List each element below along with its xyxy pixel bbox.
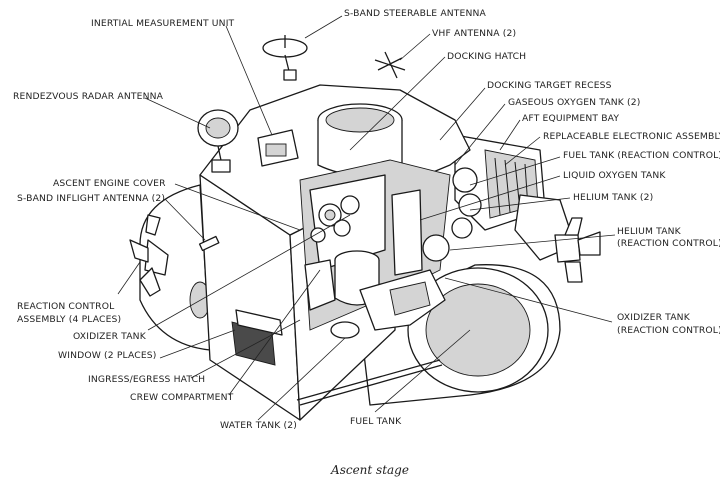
label-ingress-egress-hatch: INGRESS/EGRESS HATCH [88, 374, 205, 385]
figure-caption: Ascent stage [330, 463, 409, 477]
labels: INERTIAL MEASUREMENT UNIT S-BAND STEERAB… [13, 8, 720, 431]
s-band-steerable-antenna [262, 35, 308, 81]
label-gaseous-oxygen-tank: GASEOUS OXYGEN TANK (2) [508, 97, 640, 108]
label-replaceable-electronic-assembly: REPLACEABLE ELECTRONIC ASSEMBLY [543, 131, 720, 142]
label-aft-equipment-bay: AFT EQUIPMENT BAY [522, 113, 619, 124]
label-inertial-measurement-unit: INERTIAL MEASUREMENT UNIT [91, 18, 235, 29]
label-crew-compartment: CREW COMPARTMENT [130, 392, 234, 403]
label-reaction-control-line2: ASSEMBLY (4 PLACES) [17, 314, 121, 325]
reaction-control-assembly-right [554, 217, 601, 283]
label-s-band-steerable-antenna: S-BAND STEERABLE ANTENNA [344, 8, 487, 19]
cabin-body [139, 84, 482, 421]
reaction-control-assembly-left [129, 214, 169, 297]
leader-lines [117, 15, 616, 421]
vhf-antenna [374, 51, 406, 79]
label-rendezvous-radar-antenna: RENDEZVOUS RADAR ANTENNA [13, 91, 164, 102]
rendezvous-radar-antenna [197, 109, 239, 173]
label-water-tank: WATER TANK (2) [220, 420, 297, 431]
label-fuel-tank-reaction-control: FUEL TANK (REACTION CONTROL) [563, 150, 720, 161]
label-helium-tank-2: HELIUM TANK (2) [573, 192, 653, 203]
label-window: WINDOW (2 PLACES) [58, 350, 157, 361]
label-reaction-control-line1: REACTION CONTROL [17, 301, 115, 312]
label-ascent-engine-cover: ASCENT ENGINE COVER [53, 178, 166, 189]
label-helium-tank-rc-line2: (REACTION CONTROL) [617, 238, 720, 249]
label-docking-hatch: DOCKING HATCH [447, 51, 526, 62]
s-band-inflight-antenna [198, 235, 220, 252]
label-oxidizer-tank-rc-line1: OXIDIZER TANK [617, 312, 691, 323]
label-vhf-antenna: VHF ANTENNA (2) [432, 28, 516, 39]
label-helium-tank-rc-line1: HELIUM TANK [617, 226, 682, 237]
label-fuel-tank: FUEL TANK [350, 416, 402, 427]
label-oxidizer-tank-rc-line2: (REACTION CONTROL) [617, 325, 720, 336]
label-s-band-inflight-antenna: S-BAND INFLIGHT ANTENNA (2) [17, 193, 165, 204]
label-oxidizer-tank: OXIDIZER TANK [73, 331, 147, 342]
spacecraft-illustration [129, 35, 601, 421]
label-docking-target-recess: DOCKING TARGET RECESS [487, 80, 612, 91]
label-liquid-oxygen-tank: LIQUID OXYGEN TANK [563, 170, 666, 181]
